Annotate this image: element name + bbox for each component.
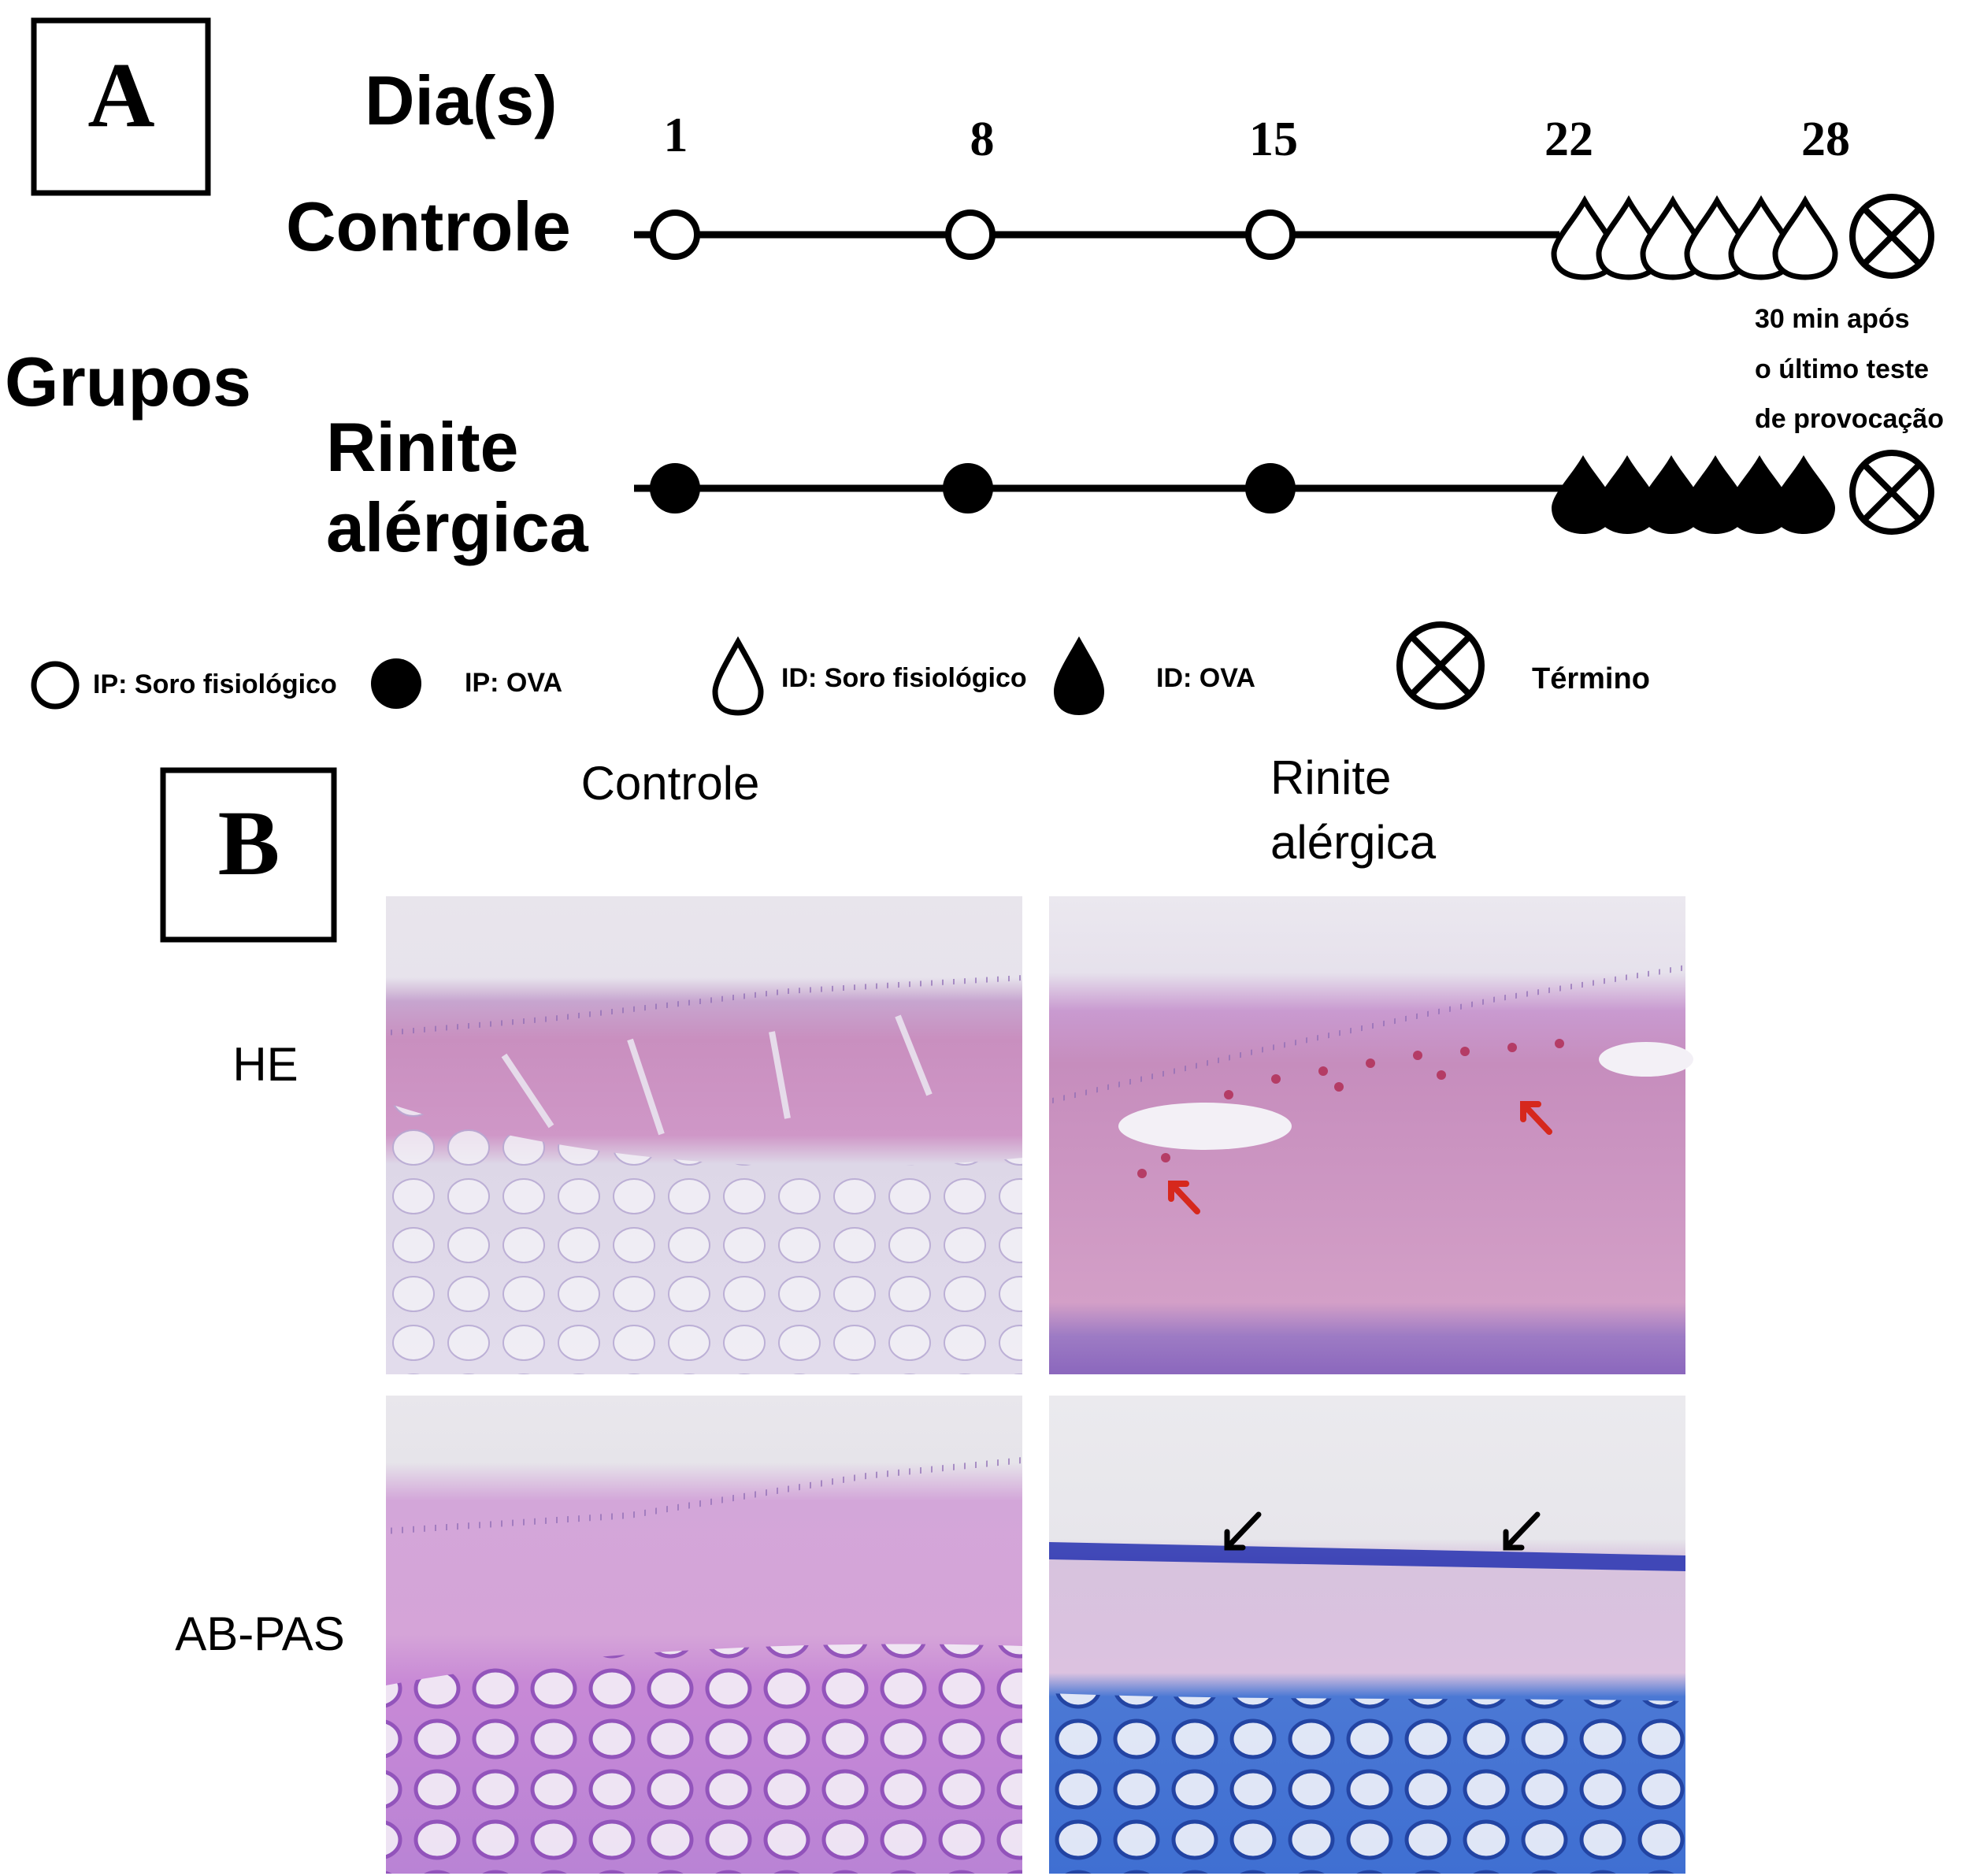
black-arrow (1224, 1511, 1262, 1551)
micrograph-abpas-rhinitis (1049, 1396, 1685, 1874)
legend-ip-ova: IP: OVA (465, 668, 562, 698)
legend-end: Término (1532, 662, 1650, 695)
column-rhinitis-label: alérgica (1270, 816, 1437, 869)
legend-ip-saline: IP: Soro fisiológico (93, 669, 337, 699)
ip-ova-marker (943, 463, 993, 513)
legend-ip-ova-icon (371, 658, 421, 709)
row-abpas-label: AB-PAS (175, 1607, 345, 1660)
panel-b-letter-box (160, 767, 337, 943)
micrograph-he-control (386, 896, 1022, 1374)
end-note: 30 min após (1755, 304, 1910, 334)
legend-end-icon (1396, 621, 1485, 710)
column-rhinitis-label: Rinite (1270, 751, 1391, 804)
panel-a-letter: A (87, 43, 154, 146)
panel-b-letter: B (218, 792, 280, 895)
legend-ip-saline-icon (31, 661, 80, 710)
legend-id-ova-icon (1054, 636, 1104, 715)
red-arrow (1168, 1181, 1200, 1214)
id-saline-markers (1551, 195, 1838, 280)
group-control-label: Controle (286, 187, 571, 265)
days-label: Dia(s) (365, 61, 558, 139)
ip-saline-marker (1245, 209, 1296, 260)
day-tick: 8 (970, 113, 995, 166)
day-tick: 1 (664, 109, 688, 162)
panel-a-letter-box (31, 17, 211, 196)
red-arrow (1520, 1101, 1552, 1135)
end-note: de provocação (1755, 404, 1944, 434)
black-arrow (1503, 1511, 1541, 1551)
column-control-label: Controle (581, 757, 760, 810)
ip-saline-marker (945, 209, 996, 260)
id-ova-markers (1552, 455, 1835, 534)
day-tick: 15 (1249, 113, 1298, 166)
end-note: o último teste (1755, 354, 1929, 384)
legend-id-saline: ID: Soro fisiológico (781, 663, 1027, 693)
ip-ova-marker (1245, 463, 1296, 513)
end-marker (1849, 450, 1934, 535)
legend-id-saline-icon (712, 636, 764, 716)
legend-id-ova: ID: OVA (1156, 663, 1255, 693)
group-rhinitis-label: alérgica (326, 488, 589, 566)
micrograph-he-rhinitis (1049, 896, 1693, 1374)
micrograph-abpas-control (386, 1396, 1022, 1874)
end-marker (1849, 194, 1934, 279)
group-rhinitis-label: Rinite (326, 408, 518, 486)
ip-saline-marker (650, 209, 700, 260)
row-he-label: HE (232, 1038, 298, 1091)
ip-ova-marker (650, 463, 700, 513)
day-tick: 28 (1801, 113, 1850, 166)
day-tick: 22 (1544, 113, 1593, 166)
groups-label: Grupos (5, 343, 251, 421)
